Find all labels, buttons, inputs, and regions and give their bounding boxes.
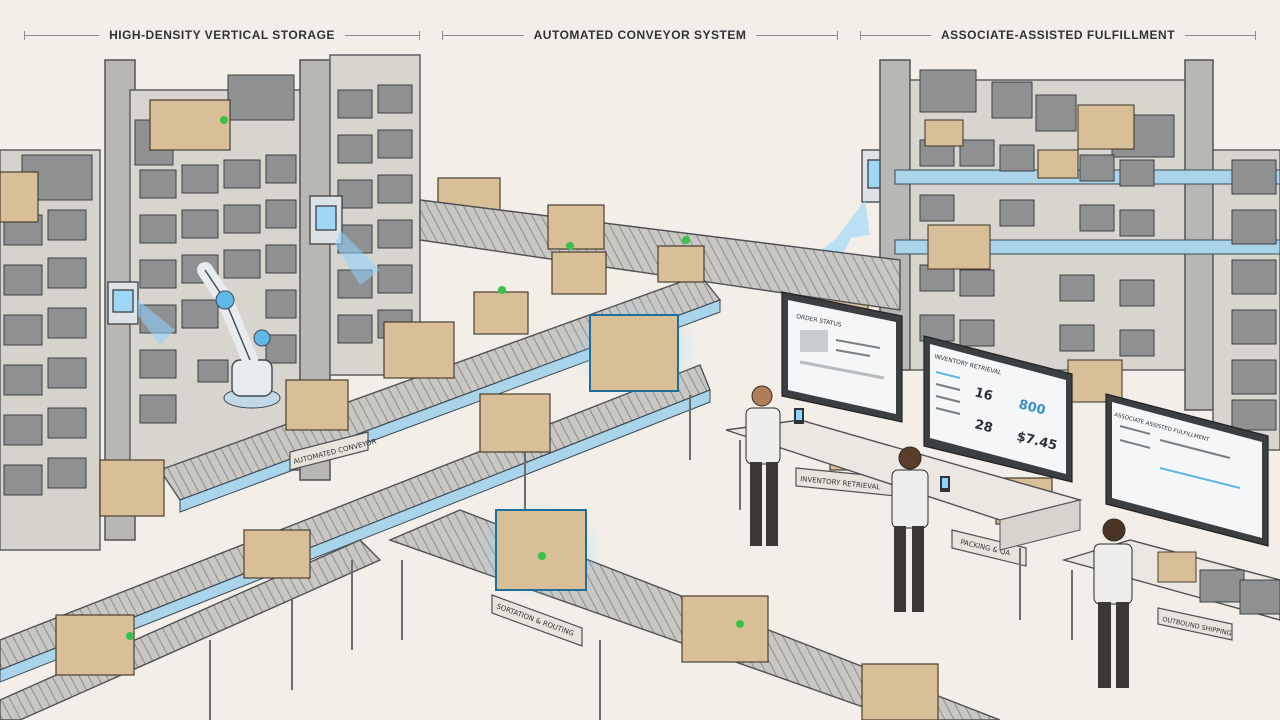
monitor-inventory-retrieval — [923, 335, 1073, 483]
conveyor-section-header: AUTOMATED CONVEYOR SYSTEM — [442, 26, 838, 44]
storage-bins-left — [3, 74, 413, 496]
associate-2 — [891, 446, 950, 612]
monitor-value-2: 800 — [1017, 397, 1047, 418]
storage-section-header: HIGH-DENSITY VERTICAL STORAGE — [24, 26, 420, 44]
fulfillment-section-title: ASSOCIATE-ASSISTED FULFILLMENT — [930, 28, 1186, 42]
storage-section-title: HIGH-DENSITY VERTICAL STORAGE — [99, 28, 345, 42]
robot-arm-left — [197, 262, 281, 409]
monitor-value-3: 28 — [973, 417, 994, 436]
fulfillment-section-header: ASSOCIATE-ASSISTED FULFILLMENT — [860, 26, 1256, 44]
label-sortation: SORTATION & ROUTING — [495, 602, 575, 637]
highlighted-boxes — [472, 300, 700, 600]
floor-signs — [289, 431, 1233, 647]
monitor-assisted-fulfillment — [1105, 393, 1269, 547]
conveyor-section-title: AUTOMATED CONVEYOR SYSTEM — [523, 28, 757, 42]
outbound-crates — [1157, 551, 1280, 615]
monitor-order-status — [781, 291, 903, 423]
storage-bins-right — [919, 69, 1277, 431]
monitor-value-1: 16 — [973, 385, 994, 404]
associate-1 — [745, 385, 804, 546]
conveyor-legs — [209, 395, 691, 720]
status-indicators — [126, 116, 744, 640]
associate-3 — [1093, 518, 1168, 688]
